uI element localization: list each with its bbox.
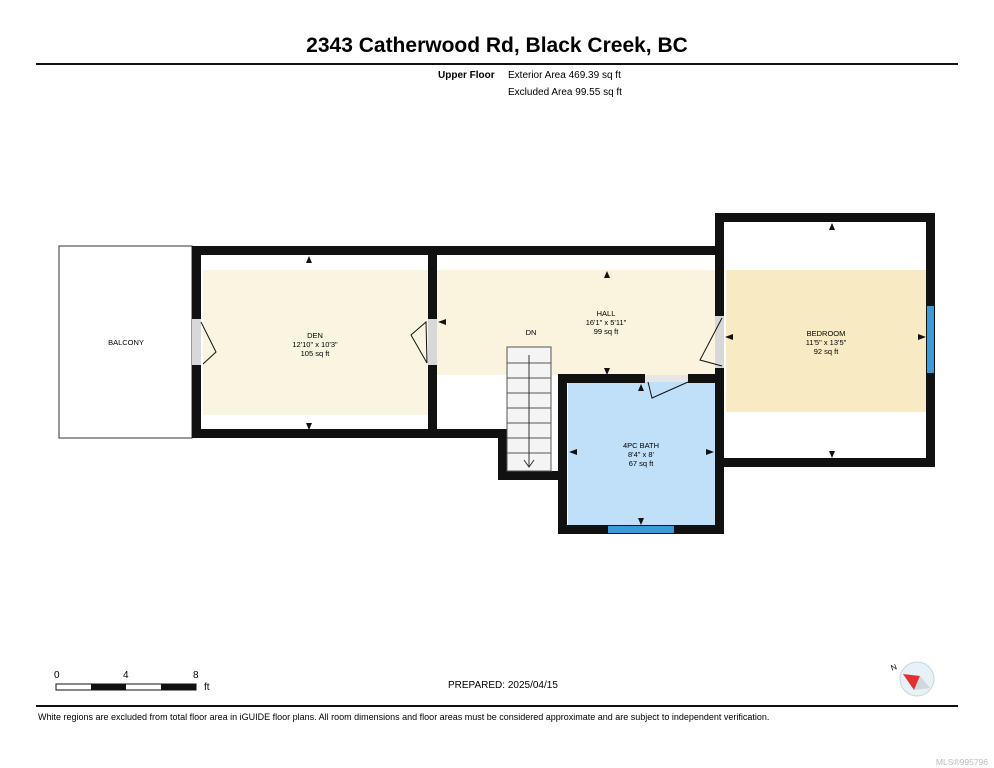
bedroom-label: BEDROOM 11'5" x 13'5" 92 sq ft: [766, 329, 886, 356]
den-dims: 12'10" x 10'3": [292, 340, 338, 349]
balcony-label: BALCONY: [80, 338, 172, 347]
scale-tick-8: 8: [193, 670, 199, 681]
bath-name: 4PC BATH: [622, 441, 660, 450]
stairs-label: DN: [525, 328, 537, 337]
stairs: [506, 346, 552, 472]
exterior-area: Exterior Area 469.39 sq ft: [508, 70, 621, 81]
door-openings: [192, 316, 724, 382]
hall-area: 99 sq ft: [593, 327, 619, 336]
bath-dims: 8'4" x 8': [628, 450, 654, 459]
balcony-name: BALCONY: [108, 338, 144, 347]
prepared-date: PREPARED: 2025/04/15: [448, 680, 558, 691]
balcony-area: [58, 245, 193, 439]
bedroom-dims: 11'5" x 13'5": [805, 338, 847, 347]
bath-area: 67 sq ft: [628, 459, 654, 468]
hall-fill: [437, 270, 719, 375]
bath-window: [608, 526, 674, 533]
den-area: 105 sq ft: [300, 349, 330, 358]
door-swings: [200, 317, 723, 399]
scale-bar: [55, 683, 197, 691]
mls-number: MLS®995796: [935, 757, 988, 767]
footer-divider: [36, 705, 958, 707]
bath-fill: [568, 381, 716, 525]
page-title: 2343 Catherwood Rd, Black Creek, BC: [306, 34, 688, 57]
hall-name: HALL: [596, 309, 616, 318]
bedroom-name: BEDROOM: [806, 329, 846, 338]
bath-label: 4PC BATH 8'4" x 8' 67 sq ft: [581, 441, 701, 468]
bedroom-fill: [726, 270, 926, 412]
den-name: DEN: [307, 331, 323, 340]
bedroom-area: 92 sq ft: [813, 347, 839, 356]
dimension-arrows: [306, 223, 926, 525]
scale-tick-0: 0: [54, 670, 60, 681]
disclaimer: White regions are excluded from total fl…: [38, 712, 770, 722]
den-fill: [203, 270, 428, 415]
scale-tick-4: 4: [123, 670, 129, 681]
hall-dims: 16'1" x 5'11": [585, 318, 627, 327]
bedroom-window: [927, 306, 934, 373]
compass-icon: [899, 661, 935, 697]
scale-unit: ft: [204, 682, 210, 693]
den-label: DEN 12'10" x 10'3" 105 sq ft: [255, 331, 375, 358]
header-divider: [36, 63, 958, 65]
hall-label: HALL 16'1" x 5'11" 99 sq ft: [546, 309, 666, 336]
floor-name: Upper Floor: [438, 70, 495, 81]
excluded-area: Excluded Area 99.55 sq ft: [508, 87, 622, 98]
